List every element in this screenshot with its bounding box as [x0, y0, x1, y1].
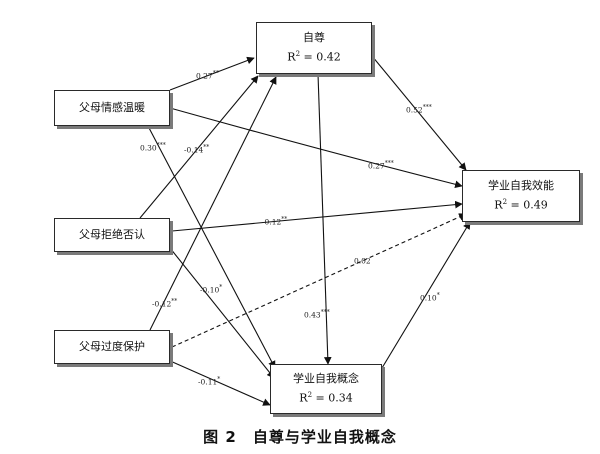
path-rejection-to-concept	[169, 247, 275, 379]
node-self-esteem: 自尊 R2 = 0.42	[256, 22, 372, 74]
coef-warmth-efficacy: 0.27***	[368, 160, 394, 171]
path-warmth-to-concept	[147, 125, 276, 369]
path-warmth-to-esteem	[169, 56, 255, 91]
node-self-esteem-label: 自尊	[303, 31, 325, 45]
coef-concept-efficacy: 0.10*	[420, 292, 440, 303]
node-parental-warmth-label: 父母情感温暖	[79, 101, 145, 114]
node-academic-self-efficacy-r2: R2 = 0.49	[494, 198, 548, 212]
node-parental-rejection: 父母拒绝否认	[54, 218, 170, 252]
coef-esteem-efficacy: 0.52***	[406, 104, 432, 115]
coef-overprotection-esteem: -0.12**	[152, 298, 178, 309]
node-parental-rejection-label: 父母拒绝否认	[79, 228, 145, 241]
node-academic-self-concept-label: 学业自我概念	[293, 372, 359, 386]
path-rejection-to-efficacy	[171, 200, 463, 232]
figure-caption: 图 2 自尊与学业自我概念	[203, 428, 397, 446]
path-esteem-to-efficacy	[371, 55, 467, 171]
node-academic-self-concept: 学业自我概念 R2 = 0.34	[270, 364, 382, 414]
path-overprotection-to-efficacy	[171, 213, 467, 348]
node-parental-warmth: 父母情感温暖	[54, 90, 170, 126]
path-overprotection-to-concept	[167, 359, 271, 406]
path-overprotection-to-esteem	[149, 76, 277, 331]
coef-warmth-esteem: 0.27**	[196, 70, 219, 81]
coef-warmth-concept: 0.30***	[140, 142, 166, 153]
node-self-esteem-r2: R2 = 0.42	[287, 50, 341, 64]
node-academic-self-efficacy: 学业自我效能 R2 = 0.49	[462, 170, 580, 222]
path-esteem-to-concept	[317, 73, 332, 365]
node-academic-self-concept-r2: R2 = 0.34	[299, 391, 353, 405]
path-rejection-to-esteem	[139, 75, 259, 219]
node-academic-self-efficacy-label: 学业自我效能	[488, 179, 554, 193]
coef-rejection-esteem: -0.14**	[184, 144, 210, 155]
path-concept-to-efficacy	[381, 221, 471, 369]
coef-esteem-concept: 0.43***	[304, 309, 330, 320]
node-parental-overprotection: 父母过度保护	[54, 330, 170, 364]
coef-rejection-concept: -0.10*	[200, 284, 223, 295]
coef-rejection-efficacy: -0.12**	[262, 216, 288, 227]
node-parental-overprotection-label: 父母过度保护	[79, 340, 145, 353]
coef-overprotection-concept: -0.11*	[198, 376, 221, 387]
path-warmth-to-efficacy	[169, 107, 463, 189]
coef-overprotection-efficacy: 0.02	[354, 256, 371, 266]
